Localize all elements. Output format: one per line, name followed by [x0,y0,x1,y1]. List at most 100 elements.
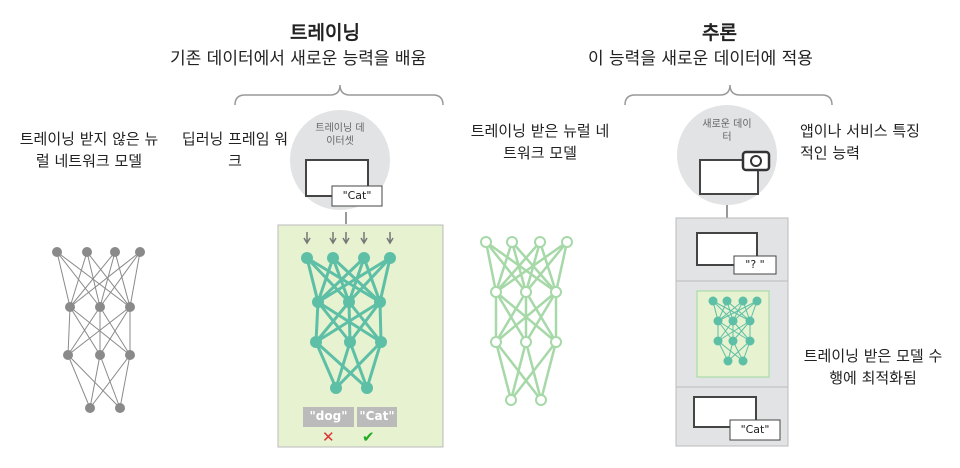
trained-network-edge [495,241,541,293]
training-network-edge [305,256,351,304]
training-network-edge [378,301,383,343]
input-arrow-icon [360,232,368,245]
input-arrow-icon [329,232,337,245]
optimized-network-node [738,296,748,306]
inference-subtitle: 이 능력을 새로운 데이터에 적용 [588,49,813,69]
trained-network-edge [510,341,557,401]
untrained-label: 트레이닝 받지 않은 뉴럴 네트워크 모델 [19,130,159,170]
training-network-edge [306,256,381,304]
training-network-edge [365,341,383,389]
trained-network-edge [554,241,569,293]
untrained-network-node [115,403,125,413]
training-network-node [375,336,387,348]
training-network-edge [316,256,366,304]
cat-output: "Cat" [359,409,395,423]
training-network-node [310,336,322,348]
trained-network-edge [524,291,558,343]
untrained-network-edge [69,251,88,308]
trained-network-edge [485,240,557,294]
trained-network-node [480,236,492,248]
cat-label-box [331,185,383,207]
untrained-network-edge [99,251,116,308]
trained-network-node [490,286,502,298]
untrained-network-edge [69,251,141,308]
untrained-network-edge [99,251,141,308]
unknown-label: "? " [745,258,765,271]
training-title: 트레이닝 [290,22,360,44]
untrained-network-node [95,350,105,360]
unknown-label-box [733,255,777,275]
untrained-network-edge [69,306,101,356]
trained-network-edge [494,241,514,293]
optimized-network-node [723,356,733,366]
untrained-network-node [110,247,120,257]
training-network-edge [314,301,351,343]
trained-network-node [490,336,502,348]
untrained-network-edge [89,354,101,409]
untrained-network-edge [114,251,131,308]
correct-icon: ✔ [362,428,375,446]
untrained-network-edge [119,354,131,409]
training-network-edge [316,257,335,303]
trained-network-node [561,236,573,248]
optimized-network-node [745,336,755,346]
inference-brace [624,84,833,106]
trained-network-edge [495,240,568,294]
training-network-node [312,296,324,308]
untrained-network-node [52,247,62,257]
optimized-network-edge [717,300,744,322]
trained-network-node [505,394,517,406]
trained-network-edge [494,341,513,401]
training-network-node [384,252,396,264]
optimized-network-node [728,336,738,346]
trained-network-edge [525,241,568,293]
untrained-network-edge [99,306,131,356]
trained-network-edge [539,341,558,401]
framework-label: 딥러닝 프레임 워크 [181,130,289,170]
inference-title: 추론 [702,22,737,44]
training-network-node [374,296,386,308]
trained-label: 트레이닝 받은 뉴럴 네트워크 모델 [470,122,610,162]
training-network-edge [334,340,383,390]
optimized-network-node [738,356,748,366]
dataset-cat-label: "Cat" [342,189,372,202]
dog-output: "dog" [309,409,348,423]
trained-network-node [535,394,547,406]
trained-network-edge [484,241,498,293]
optimized-network-node [722,296,732,306]
camera-icon [741,150,771,172]
wrong-icon: ✕ [322,428,335,446]
training-network-node [330,382,342,394]
optimized-network-edge [717,320,751,342]
optimized-network-edge [712,300,751,322]
untrained-network-edge [86,251,101,308]
training-network-edge [314,341,338,389]
training-network-node [343,296,355,308]
optimized-network-edge [727,340,751,362]
camera-lens-icon [750,155,762,167]
untrained-network-node [135,247,145,257]
untrained-network-node [85,403,95,413]
trained-network-node [534,236,546,248]
trained-network-node [506,236,518,248]
untrained-network-node [65,302,75,312]
training-network-node [361,382,373,394]
untrained-network-edge [129,251,141,308]
optimized-label: 트레이닝 받은 모델 수행에 최적화됨 [803,347,943,387]
optimized-network-edge [732,300,758,322]
untrained-network-edge [67,306,131,356]
optimized-network-node [728,316,738,326]
trained-network-edge [509,341,528,401]
training-network-edge [305,257,320,303]
result-label: "Cat" [740,423,770,436]
untrained-network-edge [89,354,131,409]
trained-network-edge [495,291,557,343]
optimized-network-node [713,316,723,326]
untrained-network-edge [86,251,131,308]
trained-network-node [520,336,532,348]
optimized-network-node [745,316,755,326]
training-network-edge [378,257,392,303]
untrained-network-edge [67,306,101,356]
untrained-network-edge [67,354,121,409]
new-data-label: 새로운 데이터 [702,119,752,143]
